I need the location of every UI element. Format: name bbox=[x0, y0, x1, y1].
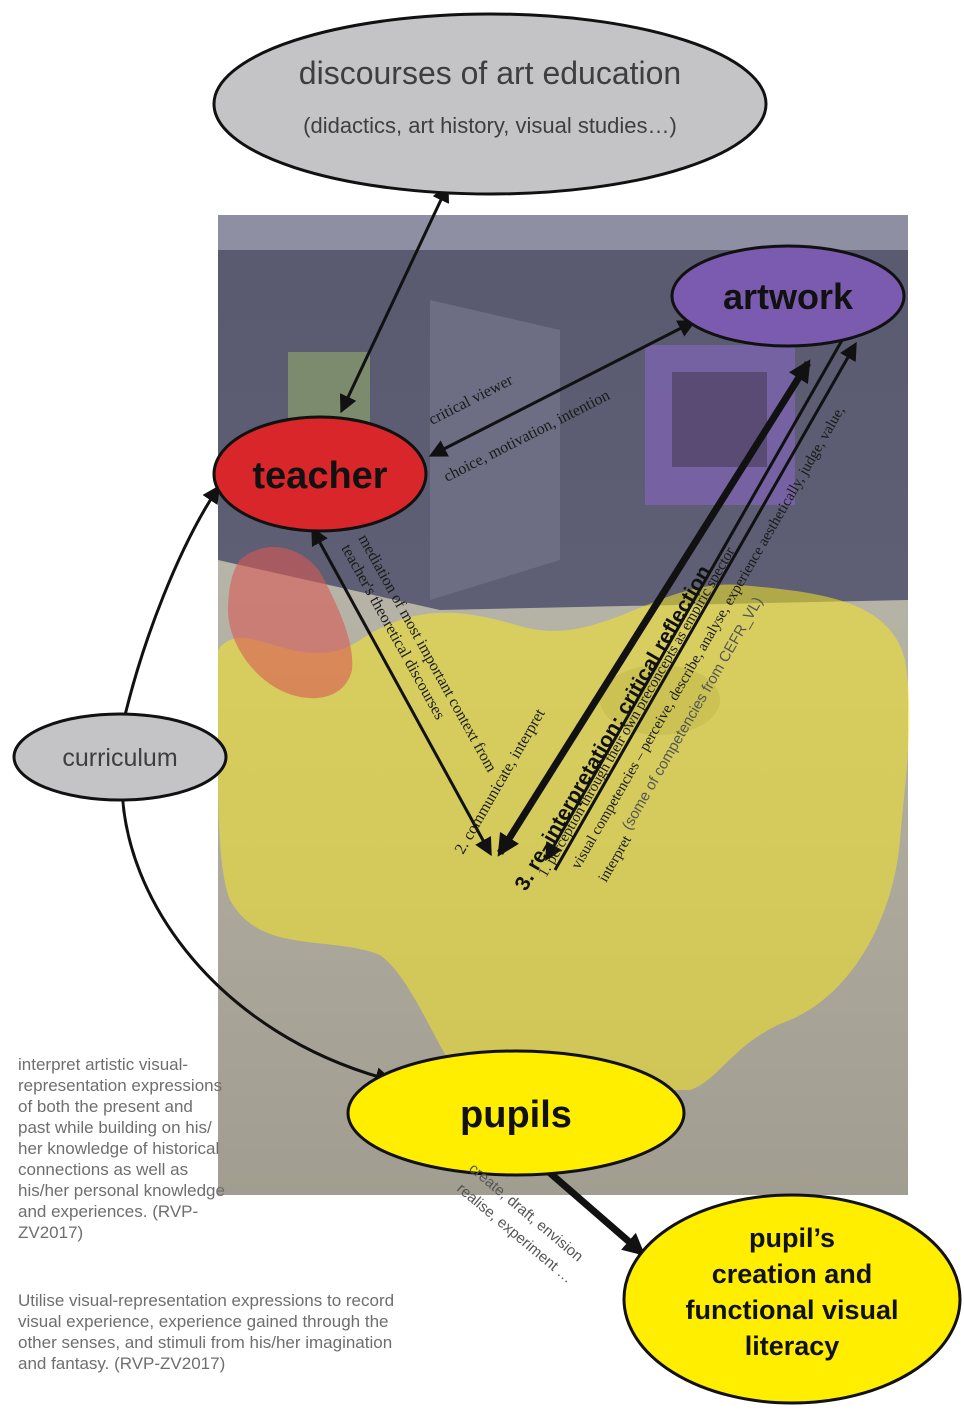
curriculum-label: curriculum bbox=[62, 744, 177, 772]
arrow-perception bbox=[545, 334, 847, 862]
arrow-curriculum-pupils bbox=[120, 781, 394, 1086]
node-artwork: artwork bbox=[670, 244, 906, 348]
pupils-label: pupils bbox=[460, 1094, 572, 1136]
node-curriculum: curriculum bbox=[12, 712, 228, 802]
creation-line-3: functional visual bbox=[685, 1295, 898, 1325]
node-teacher: teacher bbox=[212, 415, 428, 533]
creation-line-2: creation and bbox=[712, 1259, 873, 1289]
note-utilise-visual: Utilise visual-representation expression… bbox=[18, 1291, 395, 1373]
discourses-subtitle: (didactics, art history, visual studies…… bbox=[303, 113, 677, 138]
node-creation: pupil’s creation and functional visual l… bbox=[622, 1193, 962, 1405]
arrow-curriculum-teacher bbox=[120, 485, 220, 729]
arrow-reinterpretation bbox=[497, 359, 811, 857]
creation-line-1: pupil’s bbox=[749, 1223, 835, 1253]
creation-line-4: literacy bbox=[745, 1331, 840, 1361]
arrow-discourses-teacher bbox=[339, 183, 450, 414]
artwork-label: artwork bbox=[723, 276, 854, 317]
node-pupils: pupils bbox=[346, 1049, 686, 1177]
arrow-teacher-pupils bbox=[311, 526, 492, 857]
note-interpret-artistic: interpret artistic visual-representation… bbox=[18, 1055, 225, 1242]
discourses-title: discourses of art education bbox=[299, 55, 681, 91]
arrow-competencies bbox=[553, 341, 857, 871]
node-discourses: discourses of art education (didactics, … bbox=[212, 12, 768, 196]
teacher-label: teacher bbox=[252, 455, 387, 497]
